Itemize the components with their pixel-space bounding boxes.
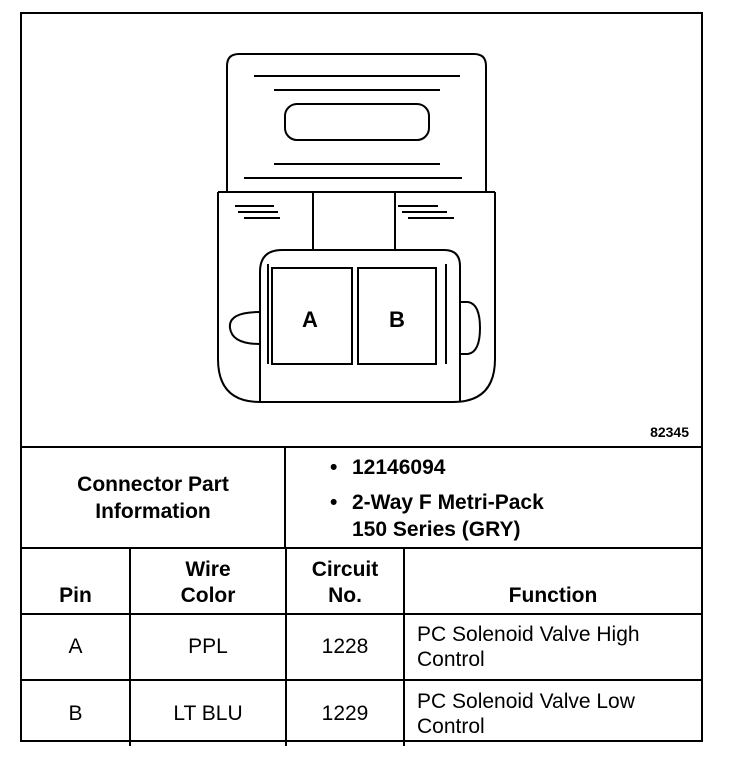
pin-cell: A: [22, 613, 131, 681]
function-cell: PC Solenoid Valve Low Control: [403, 679, 701, 746]
connector-diagram: A B 82345: [22, 14, 701, 446]
connector-drawing: A B: [217, 53, 496, 403]
table-header-row: Pin Wire Color Circuit No. Function: [22, 547, 701, 615]
connector-type: 2-Way F Metri-Pack 150 Series (GRY): [352, 491, 544, 541]
info-value-cell: • 12146094 • 2-Way F Metri-Pack 150 Seri…: [286, 448, 701, 547]
header-pin: Pin: [22, 547, 131, 615]
wire-color-cell: PPL: [129, 613, 287, 681]
info-label-cell: Connector Part Information: [22, 448, 286, 547]
terminal-b: [357, 267, 437, 365]
connector-lower-body: [217, 192, 496, 403]
connector-part-info-row: Connector Part Information • 12146094 • …: [22, 446, 701, 547]
terminal-a: [271, 267, 353, 365]
pin-table: Pin Wire Color Circuit No. Function A PP…: [22, 547, 701, 746]
connector-housing: [226, 53, 487, 192]
connector-info-sheet: A B 82345 Connector Part Information • 1…: [20, 12, 703, 746]
header-wire-color: Wire Color: [129, 547, 287, 615]
table-row: A PPL 1228 PC Solenoid Valve High Contro…: [22, 613, 701, 681]
part-number: 12146094: [352, 456, 446, 479]
connector-part-info-label: Connector Part Information: [77, 472, 229, 523]
table-row: B LT BLU 1229 PC Solenoid Valve Low Cont…: [22, 679, 701, 746]
terminal-cavity: [259, 249, 461, 402]
terminal-b-label: B: [389, 307, 405, 332]
wire-color-cell: LT BLU: [129, 679, 287, 746]
header-circuit-no: Circuit No.: [285, 547, 405, 615]
circuit-no-cell: 1228: [285, 613, 405, 681]
latch-window: [284, 103, 430, 141]
header-function: Function: [403, 547, 701, 615]
terminal-a-label: A: [302, 307, 318, 332]
function-cell: PC Solenoid Valve High Control: [403, 613, 701, 681]
circuit-no-cell: 1229: [285, 679, 405, 746]
figure-number: 82345: [650, 424, 689, 440]
bullet-icon: •: [330, 456, 338, 479]
pin-cell: B: [22, 679, 131, 746]
right-lock-tab: [460, 301, 482, 355]
left-lock-tab: [228, 311, 261, 345]
bullet-icon: •: [330, 491, 338, 514]
